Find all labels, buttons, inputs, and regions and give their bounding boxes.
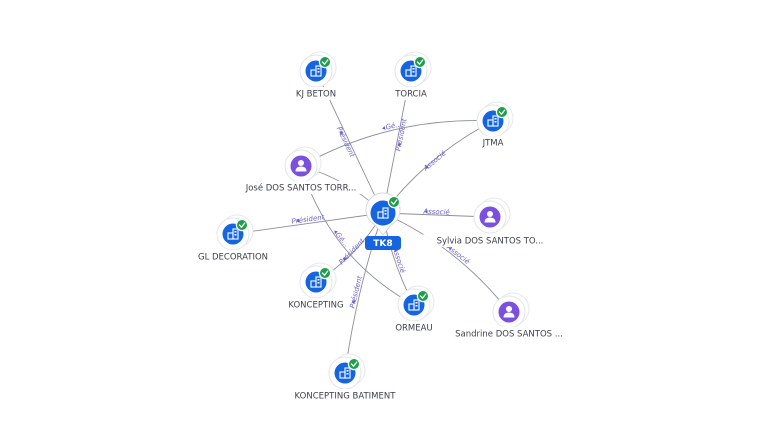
edge-arrow <box>382 125 386 130</box>
center-label: TK8 <box>373 239 392 249</box>
node-label-bg <box>441 327 577 340</box>
node-jose[interactable]: José DOS SANTOS TORR... <box>233 146 369 194</box>
node-koncepting-batiment[interactable]: KONCEPTING BATIMENT <box>288 353 402 402</box>
node-label: KJ BETON <box>296 90 336 100</box>
building-icon <box>310 65 322 77</box>
edge-line <box>382 212 510 313</box>
node-label-bg <box>389 87 433 100</box>
node-label: KONCEPTING BATIMENT <box>295 392 397 402</box>
verified-badge <box>347 357 361 371</box>
edge-label: Président <box>348 275 363 309</box>
edge-label: Associé <box>421 149 448 173</box>
verified-badge <box>318 55 332 69</box>
node-torcia[interactable]: TORCIA <box>389 51 433 100</box>
building-icon <box>339 367 351 379</box>
edge-arrow <box>424 209 428 214</box>
edge-label: Gé... <box>334 231 351 249</box>
edge-arrow <box>343 256 347 261</box>
check-icon <box>498 109 506 115</box>
node-label-bg <box>233 181 369 194</box>
person-icon <box>503 306 515 318</box>
edge-arrow <box>334 230 338 235</box>
check-icon <box>321 270 329 276</box>
edge-tk8-gl-decoration[interactable]: Président <box>232 212 384 235</box>
node-jtma[interactable]: JTMA <box>475 101 514 149</box>
node-sandrine[interactable]: Sandrine DOS SANTOS ... <box>441 292 577 340</box>
edge-arrow <box>339 131 344 135</box>
check-icon <box>350 361 358 367</box>
verified-badge <box>235 218 249 232</box>
node-label: KONCEPTING <box>288 301 343 311</box>
node-label: Sandrine DOS SANTOS ... <box>455 330 563 340</box>
check-icon <box>416 59 424 65</box>
node-label: José DOS SANTOS TORR... <box>245 183 357 194</box>
node-label-bg <box>392 321 436 334</box>
node-koncepting[interactable]: KONCEPTING <box>284 262 348 311</box>
verified-badge <box>318 266 332 280</box>
edge-arrow <box>397 143 402 147</box>
verified-badge <box>387 195 401 209</box>
check-icon <box>238 222 246 228</box>
node-label: TORCIA <box>394 90 427 100</box>
check-icon <box>321 59 329 65</box>
edge-arrow <box>425 165 430 169</box>
center-node-tk8[interactable]: TK8 <box>365 192 401 250</box>
node-label-bg <box>289 87 343 100</box>
edge-arrow <box>448 247 453 251</box>
edge-arrow <box>296 218 300 223</box>
node-label-bg <box>288 389 402 402</box>
node-gl-decoration[interactable]: GL DECORATION <box>192 214 274 263</box>
node-ormeau[interactable]: ORMEAU <box>392 285 436 334</box>
check-icon <box>390 199 398 205</box>
edge-label: Associé <box>422 207 450 216</box>
building-icon <box>377 207 389 219</box>
edge-label: Gé... <box>385 120 403 132</box>
building-icon <box>227 228 239 240</box>
building-icon <box>405 65 417 77</box>
node-sylvia[interactable]: Sylvia DOS SANTOS TO... <box>422 197 558 247</box>
person-icon <box>295 160 307 172</box>
node-label-bg <box>192 250 274 263</box>
node-label: GL DECORATION <box>198 253 268 263</box>
building-icon <box>487 115 499 127</box>
node-kj-beton[interactable]: KJ BETON <box>289 51 343 100</box>
nodes-layer: KJ BETON TORCIA JTMA José DOS SANTOS TORR..… <box>192 51 577 402</box>
node-label: Sylvia DOS SANTOS TO... <box>437 237 544 247</box>
edge-line <box>300 120 494 167</box>
verified-badge <box>495 105 509 119</box>
node-label-bg <box>422 234 558 247</box>
person-icon <box>484 211 496 223</box>
node-label: ORMEAU <box>395 324 432 334</box>
node-label-bg <box>284 298 348 311</box>
building-icon <box>408 299 420 311</box>
edge-arrow <box>352 300 356 304</box>
node-label: JTMA <box>482 139 504 149</box>
center-label-badge <box>365 236 401 250</box>
building-icon <box>310 276 322 288</box>
node-label-bg <box>475 136 511 149</box>
verified-badge <box>416 289 430 303</box>
check-icon <box>419 293 427 299</box>
edge-jose-jtma[interactable]: Gé... <box>300 120 494 167</box>
verified-badge <box>413 55 427 69</box>
